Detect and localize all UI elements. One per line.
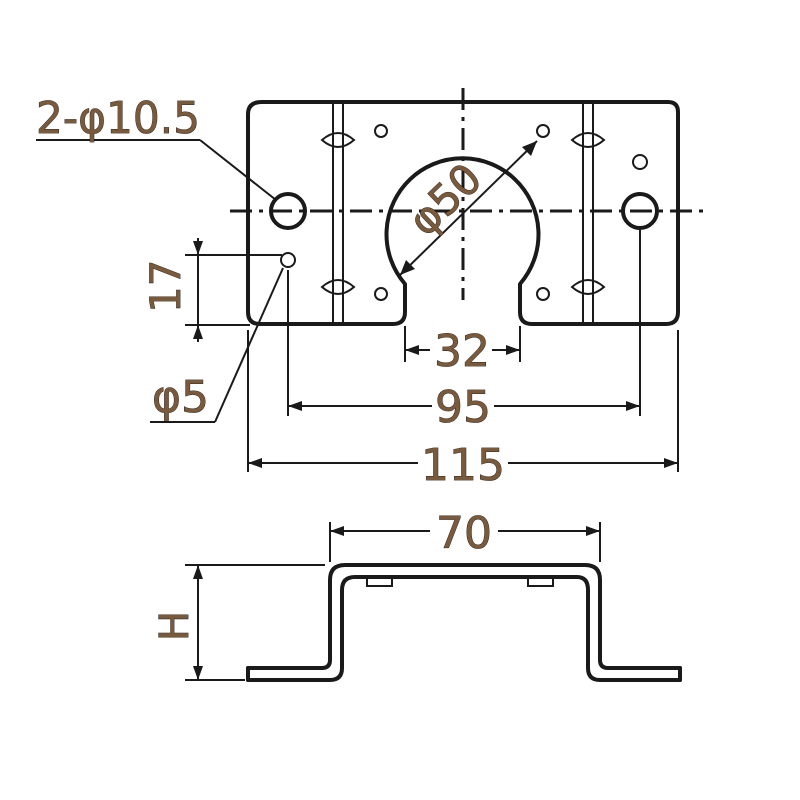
arrow-17-a bbox=[193, 241, 203, 255]
slot-top-right bbox=[570, 132, 606, 148]
label-holes-large: 2-φ10.5 bbox=[36, 93, 200, 144]
small-hole-phi5 bbox=[280, 252, 296, 268]
arrow-115-a bbox=[248, 458, 262, 468]
slot-top-left bbox=[320, 132, 356, 148]
label-opening-width: 32 bbox=[434, 326, 490, 377]
dim-line-pipe-diameter bbox=[399, 140, 538, 276]
arrow-70-b bbox=[586, 526, 600, 536]
tab-right bbox=[527, 577, 554, 587]
arrow-115-b bbox=[664, 458, 678, 468]
front-dimensions: 70 H bbox=[152, 508, 601, 681]
tab-left bbox=[366, 577, 393, 587]
label-bend-width: 70 bbox=[436, 508, 492, 559]
small-hole-4 bbox=[536, 287, 550, 301]
slot-bottom-right bbox=[570, 279, 606, 295]
label-hole-small: φ5 bbox=[152, 372, 209, 423]
arrow-h-b bbox=[193, 666, 203, 680]
slot-bottom-left bbox=[320, 279, 356, 295]
label-hole-pitch: 95 bbox=[435, 382, 491, 433]
leader-holes-large bbox=[199, 139, 277, 201]
small-hole-2 bbox=[536, 124, 550, 138]
label-pipe-diameter: φ50 bbox=[399, 154, 491, 246]
arrow-pipe-a bbox=[400, 260, 415, 275]
arrow-pipe-b bbox=[522, 141, 537, 156]
small-hole-5 bbox=[632, 154, 648, 170]
arrow-32-b bbox=[506, 345, 520, 355]
small-hole-3 bbox=[374, 287, 388, 301]
arrow-32-a bbox=[405, 345, 419, 355]
label-small-hole-offset: 17 bbox=[141, 260, 190, 313]
front-view bbox=[246, 563, 682, 682]
label-overall-width: 115 bbox=[421, 440, 505, 491]
small-hole-1 bbox=[374, 124, 388, 138]
arrow-95-b bbox=[626, 401, 640, 411]
arrow-95-a bbox=[288, 401, 302, 411]
arrow-70-a bbox=[330, 526, 344, 536]
arrow-h-a bbox=[193, 565, 203, 579]
arrow-17-b bbox=[193, 325, 203, 339]
label-height: H bbox=[152, 611, 198, 641]
bent-profile-outer bbox=[246, 563, 682, 670]
bent-profile-inner bbox=[246, 575, 682, 682]
